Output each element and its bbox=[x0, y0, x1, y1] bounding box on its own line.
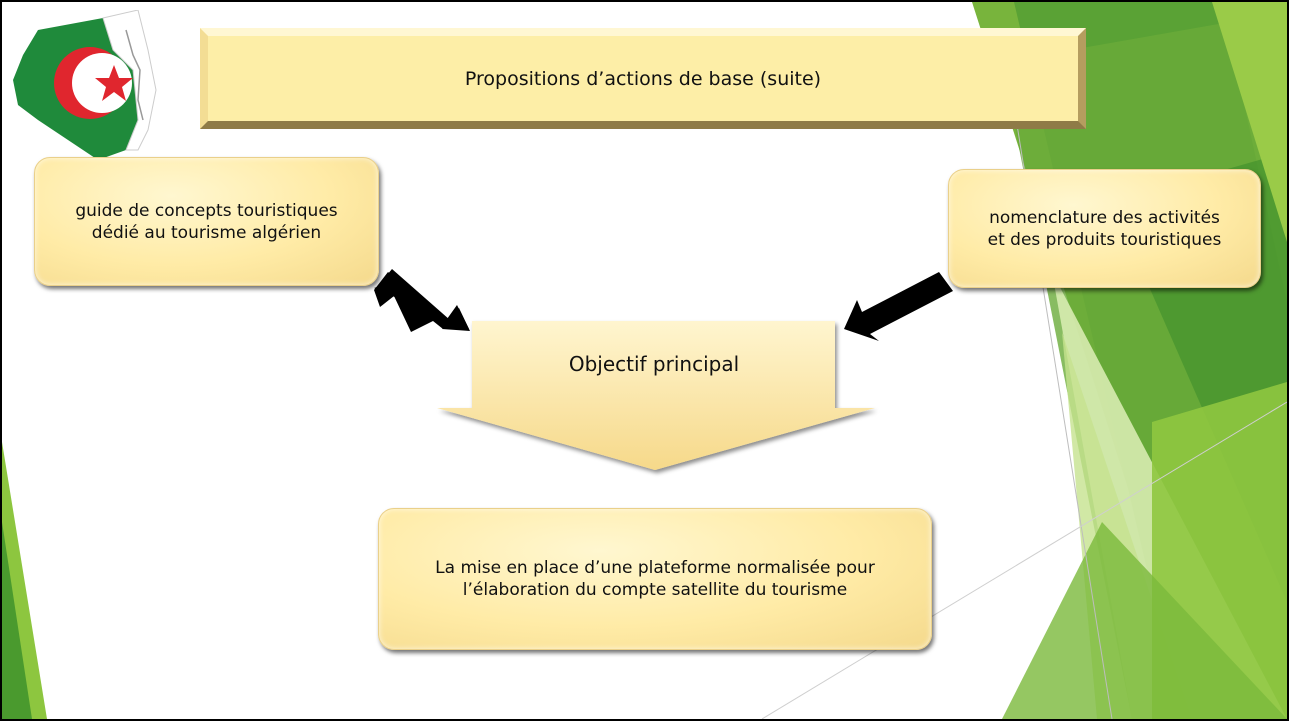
nomenclature-line-1: nomenclature des activités bbox=[989, 207, 1220, 228]
concepts-guide-line-2: dédié au tourisme algérien bbox=[91, 222, 322, 243]
objective-label: Objectif principal bbox=[568, 352, 740, 376]
arrow-from-right-icon bbox=[844, 272, 953, 341]
slide-title: Propositions d’actions de base (suite) bbox=[200, 28, 1086, 129]
concepts-guide-line-1: guide de concepts touristiques bbox=[75, 200, 338, 221]
nomenclature-box: nomenclature des activités et des produi… bbox=[948, 169, 1261, 288]
platform-result-box: La mise en place d’une plateforme normal… bbox=[378, 508, 932, 650]
objective-callout-shape bbox=[437, 321, 875, 470]
platform-result-line-1: La mise en place d’une plateforme normal… bbox=[435, 558, 875, 578]
nomenclature-line-2: et des produits touristiques bbox=[987, 229, 1222, 250]
algeria-map-flag-logo bbox=[13, 10, 157, 160]
arrow-left-shape bbox=[374, 269, 470, 331]
concepts-guide-box: guide de concepts touristiques dédié au … bbox=[34, 157, 379, 286]
platform-result-line-2: l’élaboration du compte satellite du tou… bbox=[462, 580, 848, 600]
slide-title-text: Propositions d’actions de base (suite) bbox=[464, 67, 822, 90]
